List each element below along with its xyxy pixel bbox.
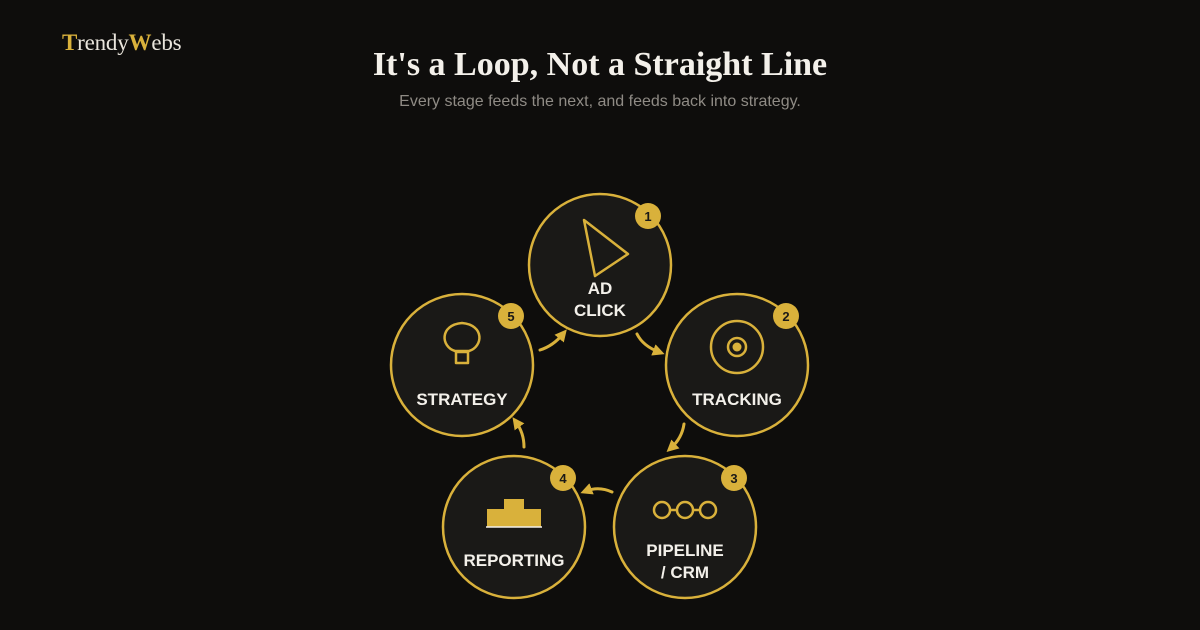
stage-number-badge — [498, 303, 524, 329]
stage-circle — [664, 292, 810, 438]
play-triangle-icon — [582, 218, 630, 278]
stage-label-line: REPORTING — [463, 551, 564, 570]
stage-label-line: CLICK — [574, 301, 627, 320]
logo-text-1: rendy — [77, 30, 129, 55]
chain-links-icon — [652, 500, 718, 520]
stage-strategy[interactable]: STRATEGY 5 — [389, 292, 535, 438]
loop-arrows — [512, 329, 686, 495]
logo-letter-w: W — [128, 30, 152, 55]
stage-reporting[interactable]: REPORTING 4 — [441, 454, 587, 600]
logo-letter-t: T — [62, 30, 78, 55]
stage-number-badge — [721, 465, 747, 491]
stage-circle — [612, 454, 758, 600]
arrow-5-to-1 — [538, 329, 567, 352]
arrow-3-to-4 — [580, 483, 614, 495]
stage-label-line: TRACKING — [692, 390, 782, 409]
stage-number: 5 — [507, 309, 514, 324]
page-title: It's a Loop, Not a Straight Line — [372, 46, 828, 83]
lightbulb-icon — [443, 321, 481, 365]
stage-circle — [527, 192, 673, 338]
target-icon — [709, 319, 765, 375]
stage-tracking[interactable]: TRACKING 2 — [664, 292, 810, 438]
stage-ad-click[interactable]: AD CLICK 1 — [527, 192, 673, 338]
stage-label-line: PIPELINE — [646, 541, 723, 560]
stage-number: 1 — [644, 209, 651, 224]
stage-label-line: STRATEGY — [416, 390, 508, 409]
stage-number-badge — [773, 303, 799, 329]
stage-number: 4 — [559, 471, 567, 486]
stage-number: 3 — [730, 471, 737, 486]
arrow-1-to-2 — [635, 332, 665, 356]
stage-number-badge — [550, 465, 576, 491]
arrow-4-to-5 — [512, 417, 526, 449]
stage-number-badge — [635, 203, 661, 229]
logo-text-2: ebs — [151, 30, 182, 55]
stage-label-line: / CRM — [661, 563, 709, 582]
page-subtitle: Every stage feeds the next, and feeds ba… — [399, 93, 801, 110]
bar-chart-icon — [486, 499, 542, 528]
stage-number: 2 — [782, 309, 789, 324]
stage-pipeline-crm[interactable]: PIPELINE / CRM 3 — [612, 454, 758, 600]
stage-circle — [389, 292, 535, 438]
brand-logo[interactable]: TrendyWebs — [62, 30, 182, 56]
arrow-2-to-3 — [666, 422, 686, 453]
stage-label-line: AD — [588, 279, 613, 298]
